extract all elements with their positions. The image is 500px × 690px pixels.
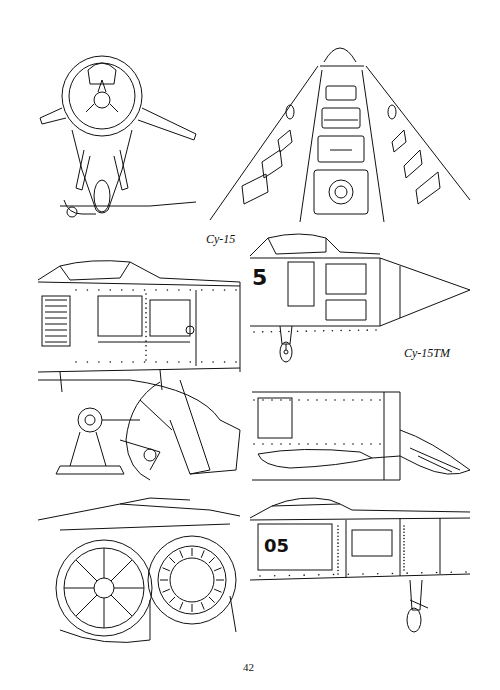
su15tm-nose (250, 234, 470, 362)
tail-number: 5 (252, 266, 267, 290)
louver-grille (45, 300, 67, 342)
front-view (40, 56, 196, 217)
view-caption: Су-15 (204, 233, 237, 246)
nozzle-petals (160, 548, 224, 612)
top-spine-view (210, 48, 470, 222)
page-number: 42 (243, 661, 254, 673)
su15-side-panel (38, 261, 240, 392)
su15tm-fuselage-side (250, 498, 470, 632)
pylon-detail (252, 392, 470, 480)
engine-nozzles (38, 498, 240, 642)
rivet-rows (75, 289, 467, 577)
tail-number: 05 (264, 536, 289, 556)
main-gear-detail (38, 380, 240, 480)
view-caption: Су-15ТМ (402, 347, 452, 360)
